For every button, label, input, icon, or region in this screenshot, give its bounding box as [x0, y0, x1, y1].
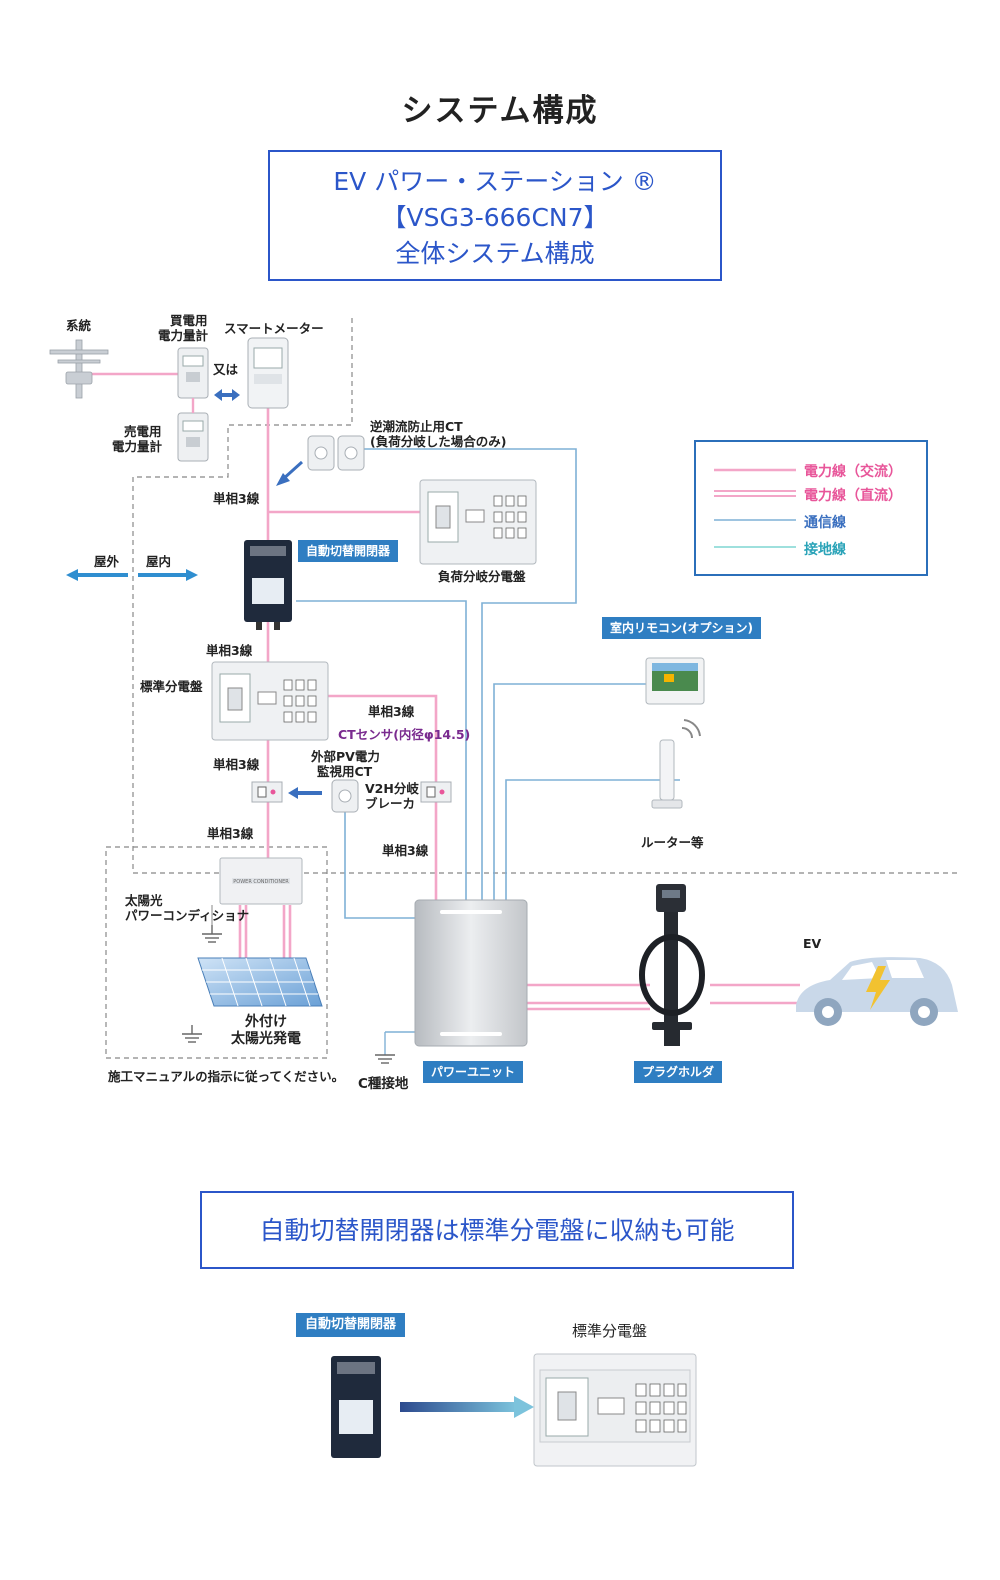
legend-item-ground: 接地線	[804, 542, 846, 558]
load-panel-icon	[419, 479, 537, 565]
plug-holder-tag: プラグホルダ	[634, 1061, 723, 1083]
or-label: 又は	[213, 362, 239, 377]
or-double-arrow-icon	[214, 389, 240, 401]
pv-label-2: 太陽光発電	[231, 1031, 301, 1047]
indoor-arrow-icon	[138, 569, 198, 581]
power-unit-icon	[414, 899, 528, 1047]
header-line-subtitle: 全体システム構成	[395, 239, 595, 268]
grounding-label: C種接地	[358, 1076, 409, 1092]
pv-ct-label-2: 監視用CT	[317, 764, 373, 779]
single-phase-label: 単相3線	[368, 704, 415, 719]
reverse-ct-icon	[307, 435, 365, 471]
legend-item-dc: 電力線（直流）	[804, 488, 902, 504]
load-panel-label: 負荷分岐分電盤	[438, 569, 526, 584]
smart-meter-icon	[247, 337, 289, 409]
legend-swatches	[714, 468, 796, 548]
router-label: ルーター等	[641, 835, 704, 850]
single-phase-label: 単相3線	[213, 757, 260, 772]
legend-item-ac: 電力線（交流）	[804, 464, 902, 480]
pcs-label-2: パワーコンディショナ	[125, 908, 250, 923]
power-lines	[90, 372, 800, 1011]
outdoor-arrow-icon	[66, 569, 128, 581]
sell-meter-label-2: 電力量計	[112, 439, 163, 454]
indoor-outdoor-boundary	[132, 318, 960, 874]
bottom-arrow-icon	[400, 1402, 516, 1412]
buy-meter-icon	[177, 347, 209, 399]
v2h-breaker-icon	[420, 781, 452, 803]
pcs-device-label: POWER CONDITIONER	[233, 879, 289, 885]
outdoor-label: 屋外	[94, 554, 120, 569]
ct-sensor-label: CTセンサ(内径φ14.5)	[338, 727, 471, 742]
breaker-icon	[251, 781, 283, 803]
single-phase-label: 単相3線	[206, 643, 253, 658]
bottom-auto-switch-tag: 自動切替開閉器	[296, 1313, 406, 1337]
standard-panel-icon	[211, 661, 329, 741]
buy-meter-label-2: 電力量計	[158, 328, 209, 343]
single-phase-label: 単相3線	[213, 491, 260, 506]
header-line-model: 【VSG3-666CN7】	[381, 203, 609, 232]
indoor-label: 屋内	[146, 554, 172, 569]
manual-note: 施工マニュアルの指示に従ってください。	[108, 1069, 345, 1084]
auto-switch-tag: 自動切替開閉器	[298, 540, 399, 562]
page-title: システム構成	[401, 93, 599, 129]
v2h-breaker-label-2: ブレーカ	[365, 796, 416, 811]
bottom-auto-switch-icon	[331, 1356, 381, 1458]
remote-tag: 室内リモコン(オプション)	[602, 617, 761, 639]
plug-holder-icon	[639, 884, 705, 1046]
smart-meter-label: スマートメーター	[224, 321, 324, 336]
pv-ct-label-1: 外部PV電力	[311, 749, 380, 764]
communication-lines	[296, 448, 680, 919]
v2h-breaker-label-1: V2H分岐	[365, 781, 419, 796]
pv-label-1: 外付け	[245, 1014, 287, 1030]
pv-area-boundary	[105, 846, 328, 1059]
grid-label: 系統	[66, 318, 92, 333]
ev-car-icon	[796, 957, 958, 1026]
single-phase-label: 単相3線	[207, 826, 254, 841]
sell-meter-label-1: 売電用	[124, 424, 162, 439]
solar-panel-icon	[197, 957, 323, 1007]
utility-pole-icon	[49, 339, 109, 399]
power-conditioner-icon: POWER CONDITIONER	[219, 857, 303, 905]
header-line-product: EV パワー・ステーション ®	[333, 167, 657, 196]
bottom-standard-panel-label: 標準分電盤	[572, 1322, 648, 1340]
reverse-ct-label-2: (負荷分岐した場合のみ)	[370, 434, 507, 449]
power-unit-tag: パワーユニット	[423, 1061, 524, 1083]
pv-ct-icon	[331, 779, 359, 813]
bottom-note-box: 自動切替開閉器は標準分電盤に収納も可能	[200, 1191, 794, 1269]
single-phase-label: 単相3線	[382, 843, 429, 858]
legend: 電力線（交流） 電力線（直流） 通信線 接地線	[694, 440, 928, 576]
legend-item-comm: 通信線	[804, 515, 846, 531]
router-icon	[651, 719, 701, 809]
ct-arrow-icon	[276, 460, 304, 486]
buy-meter-label-1: 買電用	[170, 313, 208, 328]
sell-meter-icon	[177, 412, 209, 462]
standard-panel-label: 標準分電盤	[140, 679, 203, 694]
ground-icon	[182, 925, 395, 1064]
header-box: EV パワー・ステーション ® 【VSG3-666CN7】 全体システム構成	[268, 150, 722, 281]
pcs-label-1: 太陽光	[125, 893, 163, 908]
ev-label: EV	[803, 936, 822, 951]
remote-icon	[645, 657, 705, 705]
pv-ct-arrow-icon	[288, 787, 322, 799]
auto-switch-icon	[244, 540, 292, 630]
bottom-standard-panel-icon	[533, 1353, 697, 1467]
reverse-ct-label-1: 逆潮流防止用CT	[370, 419, 463, 434]
